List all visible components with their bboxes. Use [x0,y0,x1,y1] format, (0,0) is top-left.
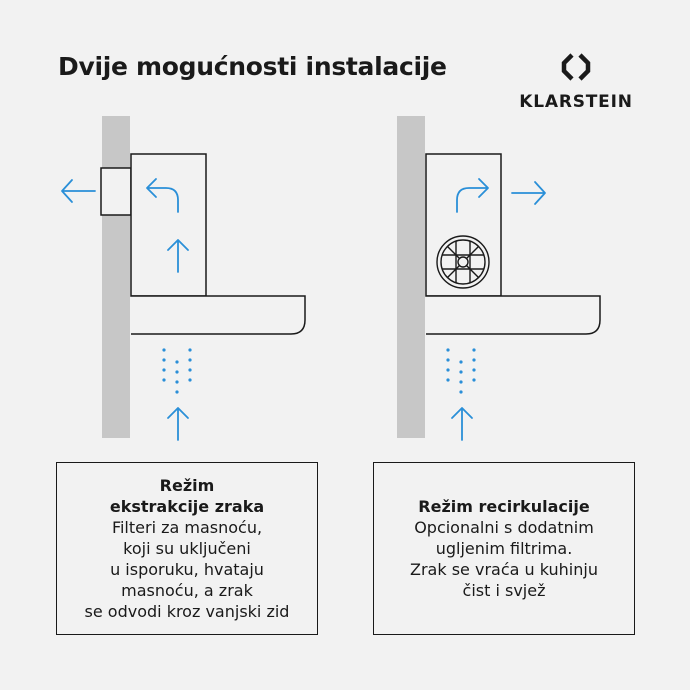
mode-description: Opcionalni s dodatnim [414,518,594,537]
wall [102,116,130,438]
airflow-arrows [451,178,546,441]
hood-chimney [130,153,207,297]
arrow-up-bottom [167,407,189,441]
mode-description: u isporuku, hvataju [110,560,264,579]
extraction-mode-card: Režim ekstrakcije zraka Filteri za masno… [56,462,318,635]
arrow-out-right [511,181,546,205]
arrow-up [167,239,189,273]
mode-description: se odvodi kroz vanjski zid [84,602,290,621]
mode-description: Filteri za masnoću, [111,518,263,537]
mode-heading: ekstrakcije zraka [109,497,265,516]
klarstein-logo-icon [561,53,591,81]
hood-chimney [425,153,502,297]
mode-description: ugljenim filtrima. [435,539,573,558]
recirculation-diagram [397,116,601,441]
mode-description: čist i svjež [462,581,546,600]
brand-logo: KLARSTEIN [516,52,636,112]
recirculation-mode-card: Režim recirkulacije Opcionalni s dodatni… [373,462,635,635]
mode-heading: Režim recirkulacije [418,497,590,516]
duct-outlet [100,167,132,216]
mode-heading: Režim [159,476,215,495]
arrow-curve-right [456,178,489,213]
arrow-up-bottom [451,407,473,441]
extraction-diagram [61,116,306,441]
mode-description: masnoću, a zrak [121,581,253,600]
mode-description: Zrak se vraća u kuhinju [410,560,598,579]
wall [397,116,425,438]
fan-icon [436,235,490,289]
airflow-arrows [61,178,189,441]
installation-diagrams [61,116,601,441]
airflow-dots [446,348,476,394]
mode-description: koji su uključeni [123,539,251,558]
arrow-curve-left [146,178,179,213]
airflow-dots [162,348,192,394]
hood-canopy [426,295,601,335]
arrow-out-left [61,179,96,203]
page-title: Dvije mogućnosti instalacije [58,52,447,81]
brand-name: KLARSTEIN [519,92,633,112]
hood-canopy [131,295,306,335]
